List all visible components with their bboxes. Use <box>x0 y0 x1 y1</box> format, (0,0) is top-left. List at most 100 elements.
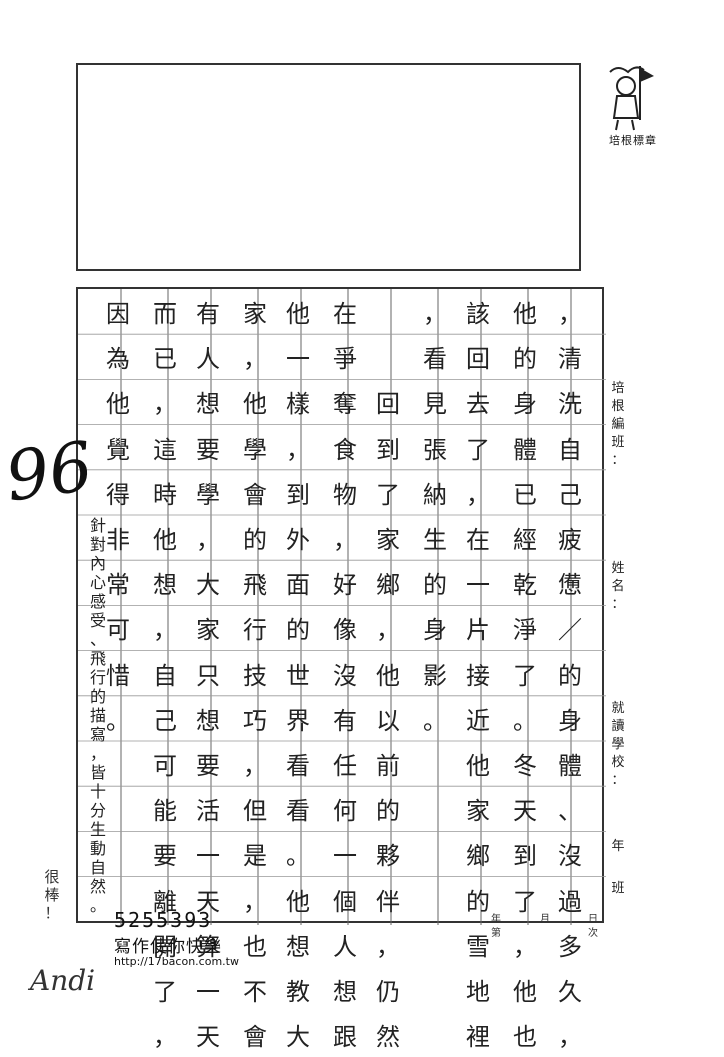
essay-column: 家，他學會的飛行技巧，但是，也不會 <box>232 289 278 1057</box>
essay-char: 自 <box>558 435 582 464</box>
essay-char: 的 <box>558 661 582 690</box>
essay-char: ， <box>376 932 400 961</box>
stamp-icon <box>604 58 658 132</box>
year-label: 年 <box>611 839 625 854</box>
essay-char: 、 <box>558 797 582 826</box>
essay-char: 好 <box>333 571 357 600</box>
essay-char: 的 <box>423 571 447 600</box>
essay-char: 夥 <box>376 842 400 871</box>
essay-column: 他一樣，到外面的世界看看。他想教大 <box>275 289 321 1057</box>
grid-lines <box>78 289 606 925</box>
date-year: 年 <box>491 914 501 925</box>
essay-char: 一 <box>466 571 490 600</box>
essay-char: ， <box>243 345 267 374</box>
essay-char: 在 <box>466 526 490 555</box>
essay-char: 想 <box>153 571 177 600</box>
essay-char: 生 <box>423 526 447 555</box>
essay-char: ， <box>153 1023 177 1052</box>
essay-char: 世 <box>286 661 310 690</box>
essay-column: 該回去了，在一片接近他家鄉的雪地裡 <box>455 289 501 1057</box>
essay-char: 算 <box>196 932 220 961</box>
essay-char: 回 <box>376 390 400 419</box>
essay-char: 的 <box>243 526 267 555</box>
essay-char: 到 <box>376 435 400 464</box>
essay-char: 他 <box>513 977 537 1006</box>
essay-char: 。 <box>106 706 130 735</box>
essay-char: 開 <box>153 932 177 961</box>
essay-char: 個 <box>333 887 357 916</box>
essay-char: ， <box>466 480 490 509</box>
essay-char: 大 <box>196 571 220 600</box>
essay-char: 了 <box>513 887 537 916</box>
essay-char: 洗 <box>558 390 582 419</box>
essay-char: 他 <box>286 887 310 916</box>
essay-char: 家 <box>196 616 220 645</box>
essay-char: 天 <box>513 797 537 826</box>
essay-char: 物 <box>333 480 357 509</box>
essay-char: 會 <box>243 480 267 509</box>
essay-char: 。 <box>513 706 537 735</box>
essay-char: 回 <box>466 345 490 374</box>
essay-char: 冬 <box>513 751 537 780</box>
essay-char: 多 <box>558 932 582 961</box>
essay-char: 奪 <box>333 390 357 419</box>
essay-char: 想 <box>196 390 220 419</box>
essay-char: 一 <box>196 977 220 1006</box>
essay-char: 能 <box>153 797 177 826</box>
essay-char: 會 <box>243 1023 267 1052</box>
essay-char <box>95 1012 141 1057</box>
essay-char: 清 <box>558 345 582 374</box>
essay-char: 活 <box>196 797 220 826</box>
date-day: 日 <box>588 914 598 925</box>
essay-char: 他 <box>466 751 490 780</box>
essay-char: 體 <box>513 435 537 464</box>
essay-char: 影 <box>423 661 447 690</box>
teacher-signature: Andi <box>30 964 96 997</box>
essay-char: 體 <box>558 751 582 780</box>
essay-column: ，看見張納生的身影。 <box>412 289 458 1057</box>
essay-char: 接 <box>466 661 490 690</box>
essay-char: 他 <box>243 390 267 419</box>
essay-char: 巧 <box>243 706 267 735</box>
essay-column: 有人想要學，大家只想要活一天算一天 <box>185 289 231 1057</box>
essay-char: 天 <box>196 887 220 916</box>
essay-char: 不 <box>243 977 267 1006</box>
essay-char: 一 <box>196 842 220 871</box>
class-suffix-label: 班 <box>611 881 625 896</box>
essay-char <box>412 741 458 786</box>
essay-char: 何 <box>333 797 357 826</box>
essay-char: 他 <box>153 526 177 555</box>
essay-char: 了 <box>513 661 537 690</box>
essay-char: 跟 <box>333 1023 357 1052</box>
essay-char: 。 <box>423 706 447 735</box>
essay-char: 沒 <box>333 661 357 690</box>
essay-char: 然 <box>376 1023 400 1052</box>
essay-char: 的 <box>376 797 400 826</box>
essay-char: 可 <box>106 616 130 645</box>
essay-char: 了 <box>153 977 177 1006</box>
date-times: 次 <box>588 928 598 939</box>
essay-char: 沒 <box>558 842 582 871</box>
essay-char <box>412 967 458 1012</box>
essay-char: 為 <box>106 345 130 374</box>
essay-char: 見 <box>423 390 447 419</box>
essay-char: 要 <box>196 435 220 464</box>
essay-column: ，清洗自己疲憊／的身體、沒過多久， <box>547 289 593 1057</box>
essay-char: 要 <box>153 842 177 871</box>
essay-char: 人 <box>333 932 357 961</box>
essay-char: 。 <box>286 842 310 871</box>
essay-char: 去 <box>466 390 490 419</box>
essay-char: 淨 <box>513 616 537 645</box>
essay-char: 想 <box>196 706 220 735</box>
essay-char: 外 <box>286 526 310 555</box>
essay-char: 己 <box>153 706 177 735</box>
essay-char: ， <box>423 300 447 329</box>
essay-column: 他的身體已經乾淨了。冬天到了，他也 <box>502 289 548 1057</box>
essay-char: 的 <box>466 887 490 916</box>
essay-column: 在爭奪食物，好像沒有任何一個人想跟 <box>322 289 368 1057</box>
essay-char: 前 <box>376 751 400 780</box>
essay-char: 想 <box>286 932 310 961</box>
essay-char: 想 <box>333 977 357 1006</box>
essay-char: 任 <box>333 751 357 780</box>
essay-char: ， <box>286 435 310 464</box>
